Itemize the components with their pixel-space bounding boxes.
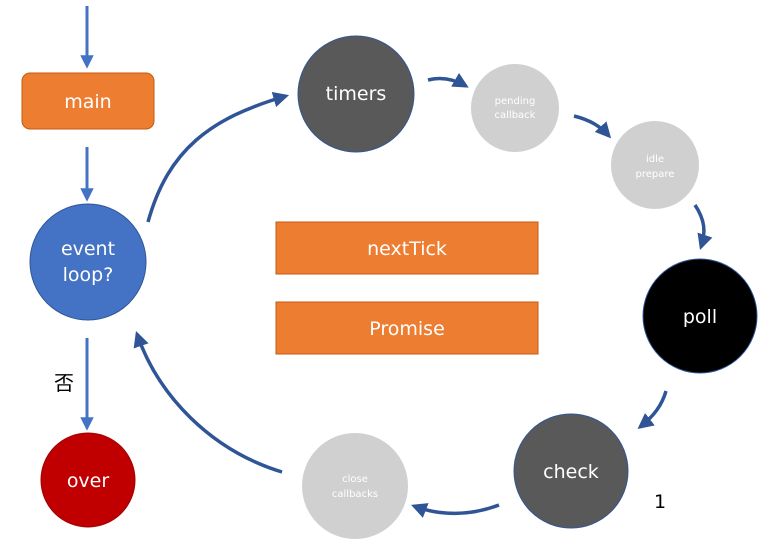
next-tick-box: nextTick (275, 221, 539, 275)
main-node: main (21, 72, 155, 130)
promise-box: Promise (275, 301, 539, 355)
idle-prepare-node: idle prepare (611, 121, 699, 209)
pending-label-line2: callback (495, 110, 536, 121)
arrow-check-to-close (411, 503, 500, 518)
promise-label: Promise (369, 318, 445, 340)
close-label-line1: close (342, 474, 368, 485)
over-label: over (67, 470, 110, 492)
poll-label: poll (683, 306, 717, 328)
event-loop-label-line2: loop? (63, 264, 114, 286)
check-label: check (543, 461, 599, 483)
idle-label-line2: prepare (636, 169, 675, 180)
timers-node: timers (297, 35, 415, 153)
arrow-close-to-event-loop (133, 331, 283, 474)
check-node: check (513, 413, 629, 529)
arrow-idle-to-poll (693, 204, 713, 250)
pending-label-line1: pending (495, 96, 536, 107)
poll-node: poll (642, 258, 758, 374)
close-label-line2: callbacks (332, 489, 378, 500)
pending-callback-node: pending callback (471, 64, 559, 152)
arrow-pending-to-idle (573, 114, 612, 139)
idle-label-line1: idle (646, 154, 664, 165)
annotation-number: 1 (654, 491, 666, 513)
event-loop-label-line1: event (61, 238, 115, 260)
arrow-timers-to-pending (427, 72, 469, 88)
no-branch-label: 否 (54, 371, 74, 395)
next-tick-label: nextTick (367, 238, 447, 260)
timers-label: timers (326, 83, 387, 105)
event-loop-node: event loop? (29, 203, 147, 321)
main-label: main (64, 91, 111, 113)
arrow-event-loop-to-timers (146, 91, 290, 223)
arrow-poll-to-check (637, 390, 668, 429)
close-callbacks-node: close callbacks (302, 433, 408, 539)
over-node: over (40, 432, 136, 528)
